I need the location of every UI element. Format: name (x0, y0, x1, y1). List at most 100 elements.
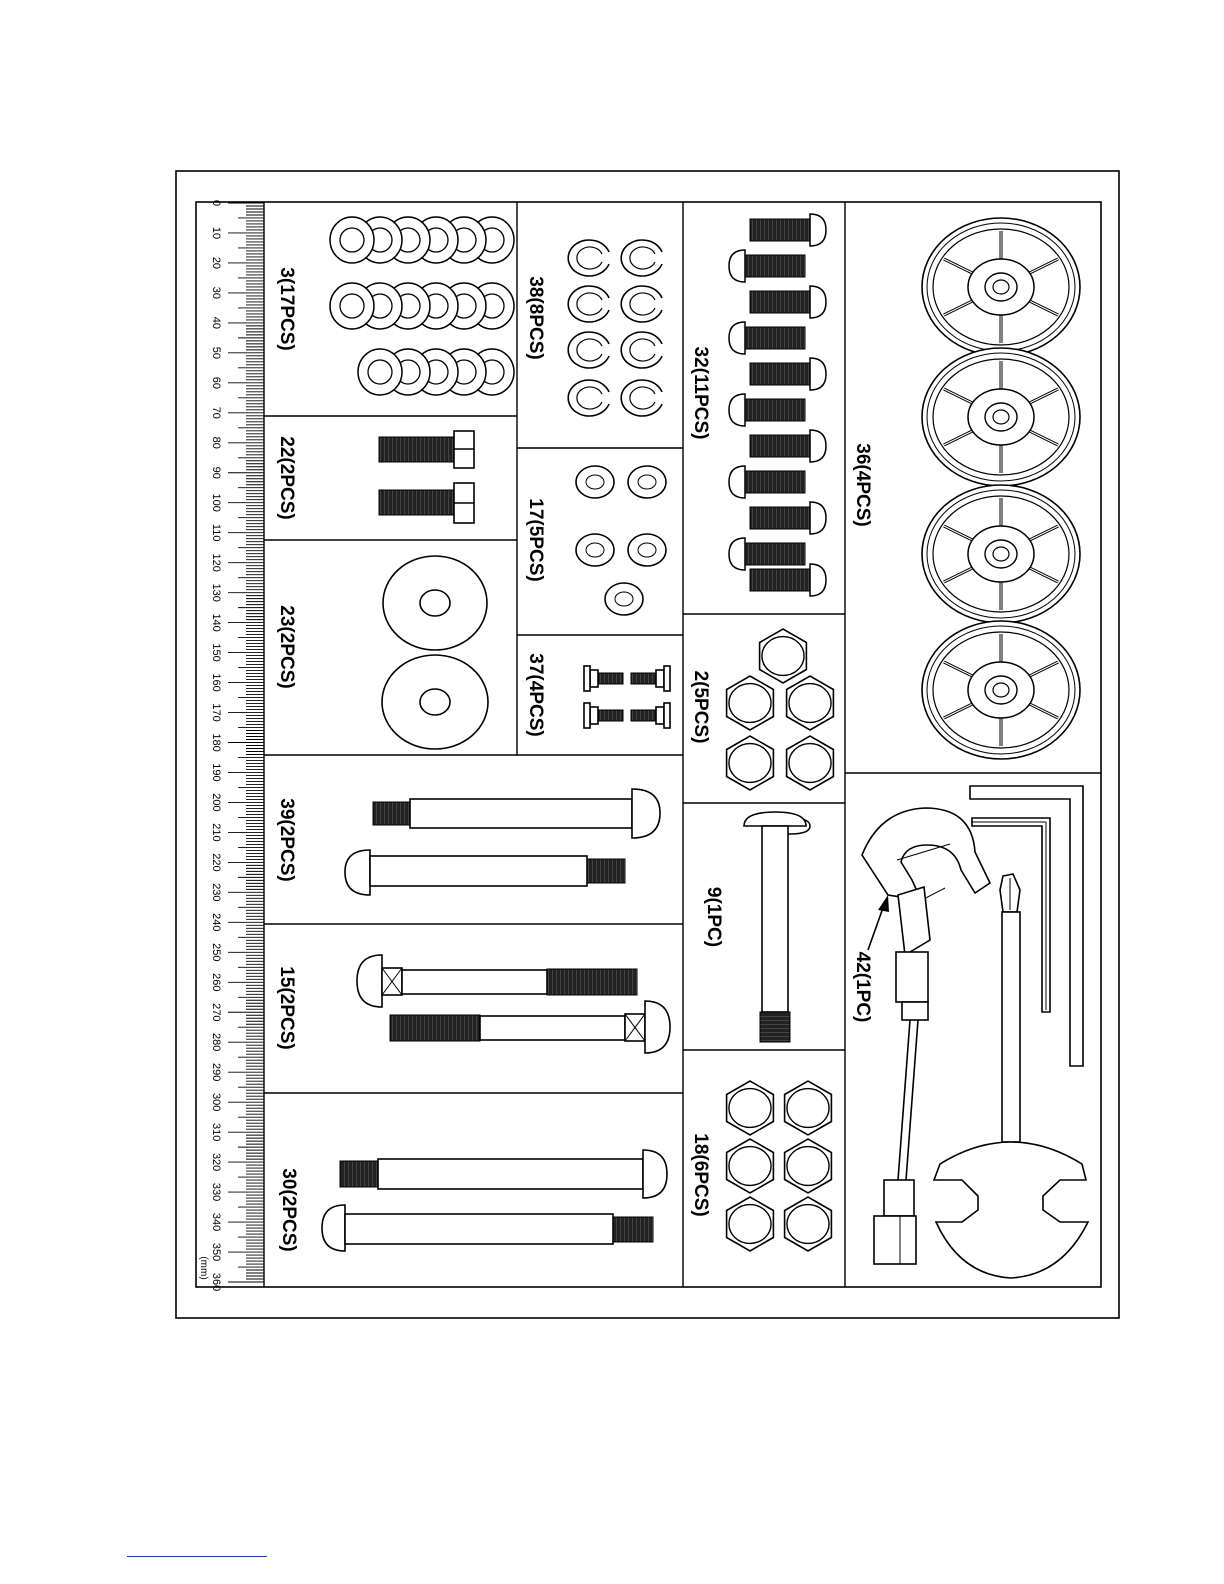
ruler-tick-label: 190 (210, 763, 222, 781)
ruler-tick-label: 130 (210, 583, 222, 601)
split-washer-inner (577, 387, 602, 409)
washer (330, 283, 374, 329)
washer (330, 217, 374, 263)
washer-23-group (382, 556, 488, 749)
split-washer-inner (630, 339, 655, 361)
wheel-36-group (922, 218, 1080, 759)
bolt-head (810, 358, 826, 390)
split-washer-38-group (568, 240, 662, 416)
label-part-9: 9(1PC) (703, 887, 724, 947)
mm-ruler: 0102030405060708090100110120130140150160… (198, 200, 264, 1291)
ruler-tick-label: 110 (210, 524, 222, 542)
label-part-39: 39(2PCS) (276, 798, 297, 881)
bolt-thread (750, 291, 810, 313)
ruler-tick-label: 210 (210, 823, 222, 841)
hex-nut-18-group (727, 1081, 832, 1251)
label-part-22: 22(2PCS) (276, 436, 297, 519)
bolt-thread (745, 399, 805, 421)
label-part-23: 23(2PCS) (276, 605, 297, 688)
wheel-axle-hole (993, 547, 1009, 561)
bolt-head (729, 250, 745, 282)
ruler-unit: (mm) (198, 1256, 209, 1279)
bolt-thread (745, 471, 805, 493)
ruler-tick-label: 220 (210, 853, 222, 871)
ruler-tick-label: 40 (210, 317, 222, 329)
bolt-thread (745, 543, 805, 565)
ruler-tick-label: 10 (210, 227, 222, 239)
ruler-tick-label: 350 (210, 1243, 222, 1261)
ruler-tick-label: 310 (210, 1123, 222, 1141)
tool-42-group (862, 786, 1088, 1278)
split-washer-inner (577, 339, 602, 361)
ruler-tick-label: 70 (210, 407, 222, 419)
split-washer (568, 380, 609, 416)
bolt-30-group (322, 1150, 667, 1251)
ruler-tick-label: 170 (210, 703, 222, 721)
label-part-32: 32(11PCS) (690, 347, 711, 440)
screw-37-group (584, 666, 670, 728)
washer (358, 349, 402, 395)
ruler-tick-label: 270 (210, 1003, 222, 1021)
wheel-axle-hole (993, 410, 1009, 424)
ruler-tick-label: 250 (210, 943, 222, 961)
split-washer (568, 332, 609, 368)
split-washer (568, 240, 609, 276)
hex-nut-2-group (727, 629, 834, 790)
footer-rule (127, 1556, 267, 1557)
bolt-head (729, 322, 745, 354)
bolt-thread (750, 435, 810, 457)
bolt-32-group (729, 214, 826, 596)
label-part-18: 18(6PCS) (690, 1133, 711, 1216)
label-part-37: 37(4PCS) (525, 653, 546, 736)
ruler-tick-label: 290 (210, 1063, 222, 1081)
lock-washer-17-group (576, 466, 666, 615)
ruler-tick-label: 340 (210, 1213, 222, 1231)
ruler-tick-label: 230 (210, 883, 222, 901)
bolt-thread (745, 255, 805, 277)
bolt-head (729, 394, 745, 426)
label-part-15: 15(2PCS) (276, 966, 297, 1049)
label-part-36: 36(4PCS) (852, 443, 873, 526)
split-washer-inner (630, 293, 655, 315)
ruler-tick-label: 240 (210, 913, 222, 931)
ruler-tick-label: 20 (210, 257, 222, 269)
ruler-tick-label: 80 (210, 437, 222, 449)
bolt-head (810, 564, 826, 596)
ruler-tick-label: 260 (210, 973, 222, 991)
split-washer (621, 332, 662, 368)
bolt-head (810, 502, 826, 534)
ruler-tick-label: 90 (210, 467, 222, 479)
ruler-tick-label: 280 (210, 1033, 222, 1051)
bolt-thread (750, 219, 810, 241)
ruler-tick-label: 100 (210, 494, 222, 512)
wheel-axle-hole (993, 683, 1009, 697)
bolt-thread (745, 327, 805, 349)
ruler-tick-label: 150 (210, 643, 222, 661)
bolt-22-group (379, 431, 474, 523)
ruler-tick-label: 160 (210, 673, 222, 691)
ruler-tick-label: 330 (210, 1183, 222, 1201)
bolt-9-group (744, 812, 810, 1042)
wheel-axle-hole (993, 280, 1009, 294)
washer-3-group (330, 217, 514, 395)
split-washer-inner (577, 247, 602, 269)
split-washer-inner (630, 247, 655, 269)
label-part-3: 3(17PCS) (276, 267, 297, 350)
ruler-tick-label: 180 (210, 733, 222, 751)
bolt-head (810, 286, 826, 318)
ruler-tick-label: 360 (210, 1273, 222, 1291)
bolt-39-group (345, 789, 660, 895)
split-washer (621, 240, 662, 276)
ruler-tick-label: 60 (210, 377, 222, 389)
bolt-15-group (357, 955, 670, 1053)
bolt-head (810, 430, 826, 462)
ruler-tick-label: 300 (210, 1093, 222, 1111)
ruler-tick-label: 200 (210, 793, 222, 811)
ruler-tick-label: 320 (210, 1153, 222, 1171)
split-washer-inner (630, 387, 655, 409)
split-washer-inner (577, 293, 602, 315)
label-part-30: 30(2PCS) (278, 1168, 299, 1251)
label-part-42: 42(1PC) (852, 952, 873, 1023)
bolt-thread (750, 569, 810, 591)
